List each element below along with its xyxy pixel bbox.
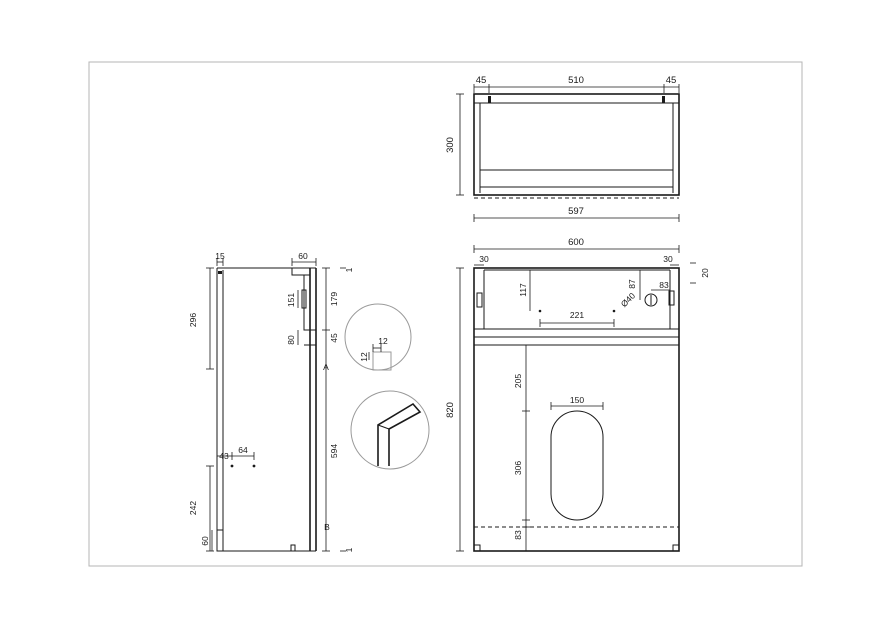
side-dim-15: 15 (215, 251, 225, 261)
front-dim-83-bottom: 83 (513, 530, 523, 540)
side-dim-43: 43 (219, 451, 229, 461)
drawing-frame (88, 61, 803, 567)
top-dim-bottom: 597 (568, 206, 584, 217)
detail-dim-12-vertical: 12 (359, 352, 369, 362)
top-dim-depth: 300 (445, 137, 456, 153)
side-dim-179: 179 (329, 292, 339, 306)
side-dim-296: 296 (188, 313, 198, 327)
side-dim-45: 45 (329, 333, 339, 343)
handle-cutout (550, 410, 604, 521)
top-view: 45 510 45 300 597 (445, 75, 680, 222)
top-dim-left: 45 (476, 75, 487, 86)
side-dim-80: 80 (286, 335, 296, 345)
side-dim-594: 594 (329, 444, 339, 458)
side-view: 15 60 296 151 179 80 45 594 64 43 242 60… (188, 251, 354, 552)
top-view-outline (473, 93, 680, 196)
side-dim-60: 60 (298, 251, 308, 261)
front-dim-150: 150 (570, 395, 584, 405)
front-view: 600 20 30 30 117 87 83 Ø40 221 820 150 2… (445, 237, 710, 552)
top-dim-right: 45 (666, 75, 677, 86)
front-dim-117: 117 (518, 283, 528, 297)
side-marker-top: 1 (344, 267, 354, 272)
side-label-b: B (324, 522, 330, 532)
front-hole-diameter: Ø40 (619, 290, 638, 309)
side-label-a: A (323, 362, 329, 372)
detail-dim-12-horizontal: 12 (378, 336, 388, 346)
front-view-outline (473, 267, 680, 552)
front-dim-306: 306 (513, 461, 523, 475)
front-dim-30-left: 30 (479, 254, 489, 264)
front-dim-205: 205 (513, 374, 523, 388)
front-dim-20: 20 (700, 268, 710, 278)
top-dim-middle: 510 (568, 75, 584, 86)
side-dim-60-bottom: 60 (200, 536, 210, 546)
detail-a: 12 12 (344, 303, 412, 371)
front-dim-30-right: 30 (663, 254, 673, 264)
side-dim-242: 242 (188, 501, 198, 515)
side-dim-151: 151 (286, 293, 296, 307)
front-dim-600: 600 (568, 237, 584, 248)
front-dim-221: 221 (570, 310, 584, 320)
side-dim-64: 64 (238, 445, 248, 455)
side-marker-bottom: 1 (344, 547, 354, 552)
detail-b (350, 390, 430, 470)
front-dim-83-top: 83 (659, 280, 669, 290)
front-dim-87: 87 (627, 279, 637, 289)
front-dim-820: 820 (445, 402, 456, 418)
